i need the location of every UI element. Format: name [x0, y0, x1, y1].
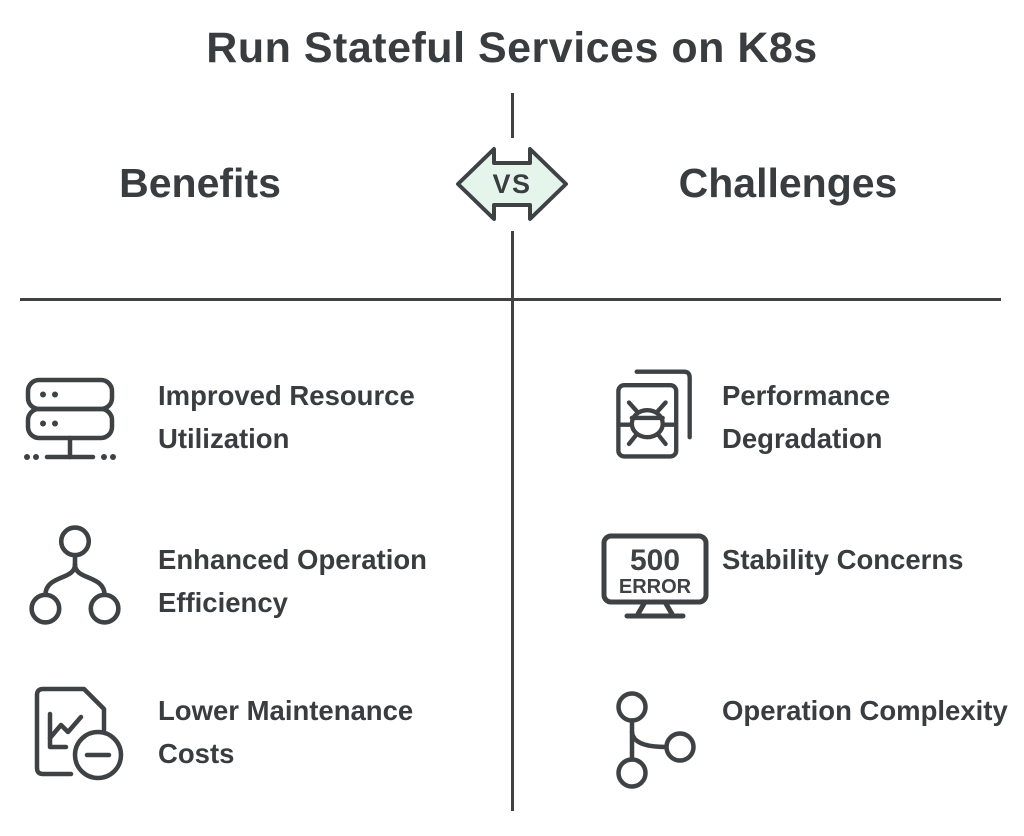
server-rack-icon	[24, 377, 116, 460]
challenges-heading: Challenges	[678, 160, 898, 206]
report-minus-icon	[34, 686, 124, 781]
challenge-line: Degradation	[722, 423, 883, 454]
benefit-item-label: Lower Maintenance Costs	[158, 689, 413, 775]
vs-label: VS	[492, 168, 532, 199]
challenge-item-label: Operation Complexity	[722, 689, 1008, 732]
bug-report-icon	[616, 369, 692, 459]
linked-nodes-icon	[616, 691, 696, 789]
benefits-heading: Benefits	[119, 160, 281, 206]
benefit-line: Improved Resource	[158, 380, 415, 411]
benefit-item-label: Improved Resource Utilization	[158, 374, 415, 460]
error-monitor-icon: 500 ERROR	[601, 533, 709, 619]
monitor-screen-text: 500	[630, 544, 680, 577]
benefit-line: Utilization	[158, 423, 290, 454]
challenge-line: Stability Concerns	[722, 544, 964, 575]
vs-badge: VS	[455, 136, 569, 232]
center-line-top-segment	[511, 93, 514, 138]
challenge-item-label: Stability Concerns	[722, 538, 963, 581]
monitor-screen-text: ERROR	[619, 576, 692, 598]
double-arrow-icon	[456, 147, 568, 221]
benefit-line: Costs	[158, 738, 235, 769]
benefit-line: Enhanced Operation	[158, 544, 427, 575]
benefit-line: Lower Maintenance	[158, 695, 414, 726]
center-divider-line	[511, 231, 514, 811]
benefit-line: Efficiency	[158, 587, 288, 618]
horizontal-divider-line	[20, 298, 1001, 301]
challenge-line: Operation Complexity	[722, 695, 1008, 726]
challenge-item-label: Performance Degradation	[722, 374, 890, 460]
benefit-item-label: Enhanced Operation Efficiency	[158, 538, 427, 624]
challenge-line: Performance	[722, 380, 891, 411]
page-title: Run Stateful Services on K8s	[206, 24, 818, 72]
hierarchy-tree-icon	[29, 525, 121, 625]
